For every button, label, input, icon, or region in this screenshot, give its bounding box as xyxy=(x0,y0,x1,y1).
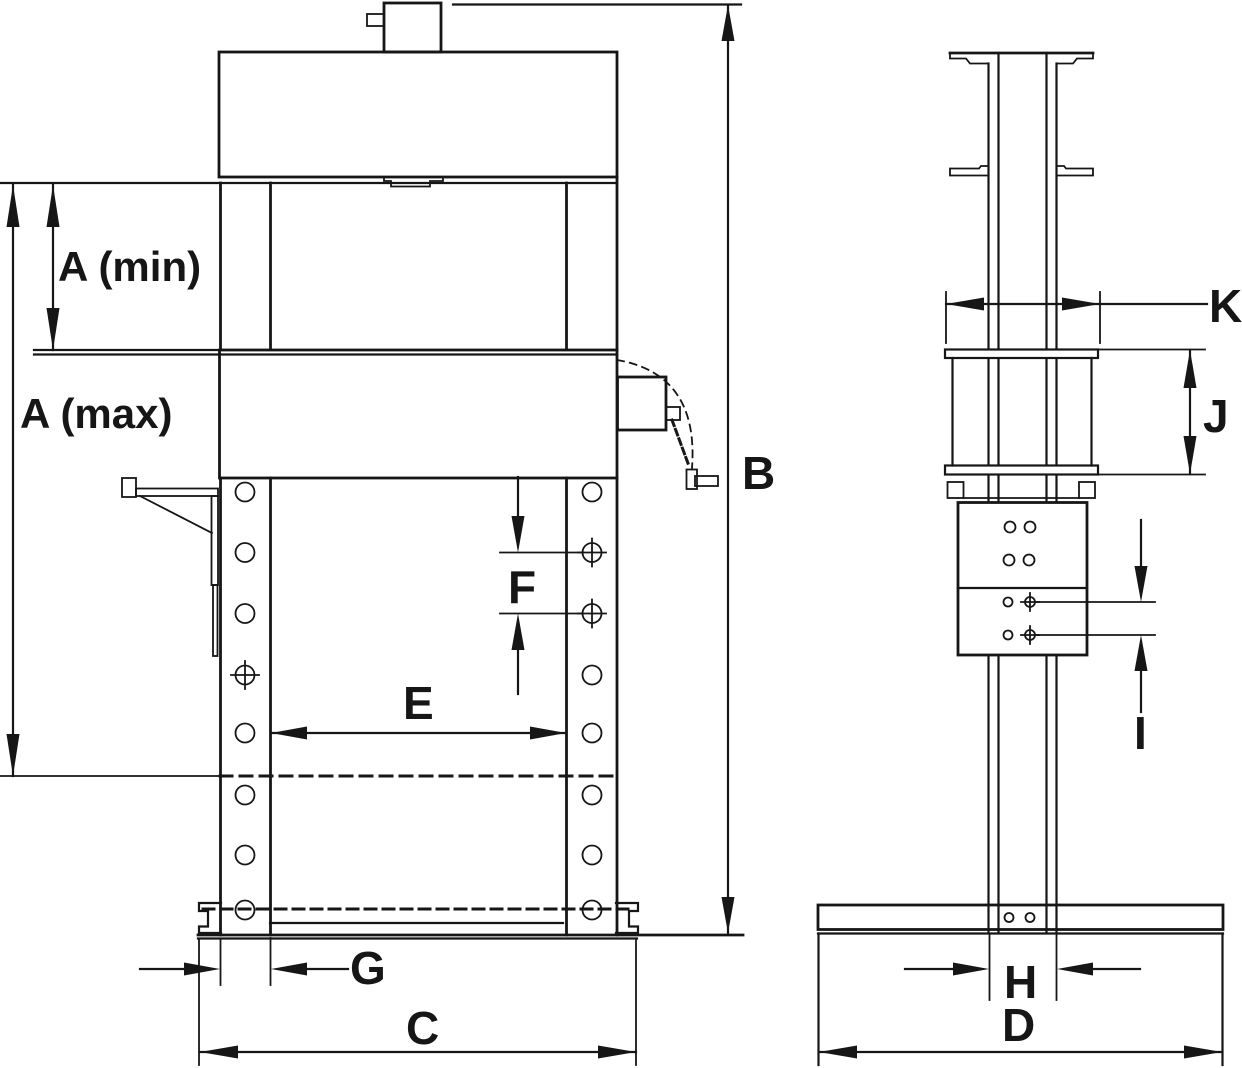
dim-label-f: F xyxy=(508,561,536,613)
dim-label-a-max: A (max) xyxy=(20,390,172,437)
lower-columns xyxy=(219,476,619,937)
dim-k xyxy=(944,291,1209,344)
dim-a-max xyxy=(6,183,20,778)
dim-label-c: C xyxy=(406,1002,439,1054)
side-bracket xyxy=(121,477,219,657)
dim-label-i: I xyxy=(1134,707,1147,759)
right-foot-channel xyxy=(614,901,640,935)
pin-box xyxy=(956,501,1089,657)
left-foot-channel xyxy=(197,901,223,935)
side-view xyxy=(816,51,1225,1067)
side-dimensions xyxy=(817,291,1224,1059)
upper-columns xyxy=(219,175,619,352)
head-flange-left xyxy=(949,165,990,177)
top-plate-left-tab xyxy=(949,52,990,65)
dim-c xyxy=(198,937,638,1066)
dim-g xyxy=(138,937,350,986)
dim-j xyxy=(1097,348,1206,476)
front-dimensions xyxy=(6,3,743,1066)
dim-f xyxy=(499,475,584,696)
press-head xyxy=(217,50,619,179)
bracket-brace xyxy=(138,494,214,535)
crank-arm xyxy=(670,418,691,468)
dim-label-g: G xyxy=(350,942,386,994)
bracket-arm xyxy=(135,487,219,497)
bed-top-flange xyxy=(943,348,1100,360)
pump-unit xyxy=(382,1,443,54)
head-flange-right xyxy=(1055,165,1094,177)
bracket-block-right xyxy=(1078,481,1096,499)
bracket-plate-lower xyxy=(212,584,219,657)
frame-rails xyxy=(987,51,1058,935)
crank-handle-knuckle xyxy=(685,468,698,490)
right-column-holes xyxy=(577,481,607,921)
base-side-extension-lines xyxy=(817,932,1224,1067)
base-strip xyxy=(816,903,1225,931)
dim-label-b: B xyxy=(742,447,775,499)
top-plate-right-tab xyxy=(1055,52,1094,65)
bed-winch xyxy=(615,358,719,490)
winch-housing xyxy=(616,375,668,432)
dim-label-a-min: A (min) xyxy=(58,243,201,290)
dim-a-min xyxy=(46,183,60,352)
bracket-pin xyxy=(121,477,137,498)
dim-label-h: H xyxy=(1004,956,1037,1008)
dim-label-d: D xyxy=(1002,999,1035,1051)
dim-i xyxy=(1035,518,1156,714)
front-view xyxy=(0,1,745,940)
pump-fitting xyxy=(366,13,385,27)
pin-hole-crosshair xyxy=(230,660,260,690)
winch-hub xyxy=(665,406,681,421)
ram-nose xyxy=(383,176,444,188)
base-holes xyxy=(1003,912,1036,923)
press-bed xyxy=(218,348,619,480)
pin-box-holes xyxy=(1002,520,1040,645)
dimension-labels: A (min) A (max) B C D E F G H I J K xyxy=(20,243,1242,1054)
dim-label-k: K xyxy=(1209,280,1242,332)
crank-swing-arc xyxy=(615,358,694,469)
dim-d xyxy=(817,1045,1224,1059)
left-column-holes xyxy=(230,481,260,921)
dim-e xyxy=(269,726,568,740)
crank-handle-grip xyxy=(694,475,719,487)
dim-b xyxy=(451,3,743,935)
dim-label-j: J xyxy=(1203,390,1229,442)
bracket-plate xyxy=(210,495,219,586)
bracket-block-left xyxy=(946,481,965,499)
dim-h xyxy=(903,932,1142,1001)
bed-side-edges xyxy=(951,356,1093,467)
dim-label-e: E xyxy=(403,677,434,729)
bed-bottom-flange xyxy=(943,464,1100,476)
